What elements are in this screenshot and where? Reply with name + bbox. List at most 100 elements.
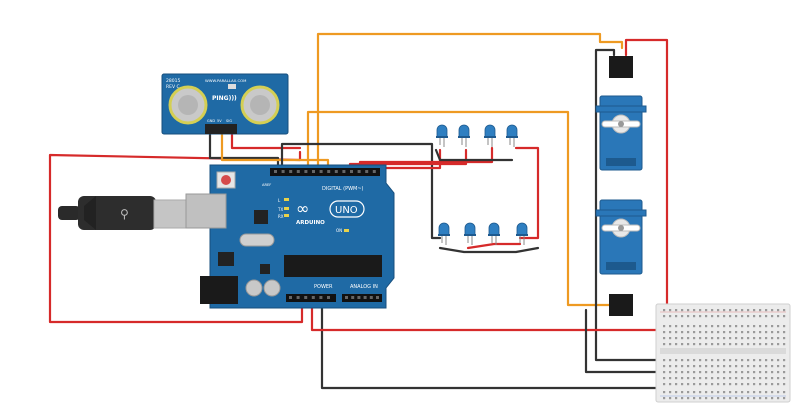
arduino-pin-hole[interactable] [372,170,376,173]
breadboard-hole [717,383,720,386]
breadboard-hole [723,359,726,362]
arduino-pin-hole[interactable] [274,170,277,173]
breadboard-hole [729,383,732,386]
breadboard-hole [687,343,690,346]
breadboard-hole [687,325,690,328]
breadboard-hole [663,391,666,394]
arduino-pin-hole[interactable] [319,296,323,299]
arduino-pin-hole[interactable] [296,296,300,299]
led-top-2[interactable] [458,124,470,147]
breadboard-hole [687,331,690,334]
breadboard-hole [753,371,756,374]
breadboard-hole [735,331,738,334]
breadboard-hole [747,325,750,328]
breadboard-hole [663,371,666,374]
breadboard-hole [741,325,744,328]
breadboard-hole [663,325,666,328]
breadboard-hole [759,359,762,362]
arduino-pin-hole[interactable] [365,170,369,173]
breadboard-hole [675,315,678,318]
arduino-pin-hole[interactable] [363,296,367,299]
wire-orange-middle [306,110,622,307]
breadboard-hole [663,309,666,312]
arduino-pin-hole[interactable] [296,170,300,173]
ultrasonic-sensor[interactable]: 28015 REV C WWW.PARALLAX.COM PING))) GND… [161,73,289,135]
servo-bottom-connector[interactable] [609,294,633,316]
breadboard-hole [765,359,768,362]
sensor-pin-5v: 5V [217,119,222,123]
breadboard-hole [681,359,684,362]
breadboard-hole [699,377,702,380]
breadboard-hole [693,391,696,394]
breadboard-hole [771,343,774,346]
led-bottom-1[interactable] [438,222,450,245]
led-top-1[interactable] [436,124,448,147]
arduino-pin-hole[interactable] [369,296,373,299]
arduino-pin-hole[interactable] [319,170,323,173]
arduino-pin-hole[interactable] [289,296,292,299]
breadboard[interactable] [655,303,791,403]
arduino-pin-hole[interactable] [304,296,308,299]
arduino-digital-header [270,168,380,176]
arduino-uno-board[interactable]: AREF DIGITAL (PWM~) L TX RX ∞ ARDUINO UN… [185,164,395,309]
breadboard-hole [717,343,720,346]
arduino-pin-hole[interactable] [327,170,331,173]
breadboard-hole [681,365,684,368]
breadboard-hole [711,343,714,346]
arduino-pin-hole[interactable] [281,170,285,173]
usb-cable[interactable]: ⚲ [58,196,187,230]
breadboard-hole [711,365,714,368]
arduino-model: UNO [335,205,358,216]
breadboard-hole [783,383,786,386]
breadboard-hole [717,325,720,328]
breadboard-hole [753,343,756,346]
breadboard-hole [723,397,726,400]
breadboard-hole [735,383,738,386]
breadboard-hole [759,397,762,400]
servo-1[interactable] [595,95,647,171]
wire-red-left-loop [48,150,304,324]
breadboard-hole [783,315,786,318]
arduino-pin-hole[interactable] [327,296,330,299]
breadboard-hole [729,397,732,400]
arduino-pin-hole[interactable] [351,296,355,299]
arduino-pin-hole[interactable] [357,170,361,173]
breadboard-hole [753,325,756,328]
breadboard-hole [759,331,762,334]
led-rim [464,234,476,236]
servo-top-connector[interactable] [609,56,633,78]
led-bottom-2[interactable] [464,222,476,245]
led-body [506,124,518,138]
arduino-rx-label: RX [278,214,284,219]
breadboard-hole [777,315,780,318]
led-top-3[interactable] [484,124,496,147]
arduino-pin-hole[interactable] [304,170,308,173]
breadboard-hole [741,365,744,368]
led-bottom-4[interactable] [516,222,528,245]
servo-2[interactable] [595,199,647,275]
arduino-pin-hole[interactable] [334,170,338,173]
arduino-pin-hole[interactable] [345,296,348,299]
breadboard-hole [759,391,762,394]
arduino-pin-hole[interactable] [312,170,315,173]
arduino-pin-hole[interactable] [350,170,353,173]
led-top-4[interactable] [506,124,518,147]
breadboard-hole [741,391,744,394]
arduino-analog-label: ANALOG IN [350,284,378,290]
breadboard-hole [777,331,780,334]
arduino-pin-hole[interactable] [289,170,293,173]
breadboard-hole [735,365,738,368]
led-bottom-3[interactable] [488,222,500,245]
breadboard-hole [741,315,744,318]
breadboard-hole [759,383,762,386]
breadboard-hole [747,391,750,394]
arduino-pin-hole[interactable] [342,170,346,173]
arduino-pin-hole[interactable] [357,296,361,299]
breadboard-hole [729,377,732,380]
arduino-model-badge [329,200,365,218]
breadboard-hole [741,343,744,346]
breadboard-hole [777,377,780,380]
arduino-pin-hole[interactable] [376,296,379,299]
wire-black-led-row-bottom [438,246,540,254]
arduino-pin-hole[interactable] [311,296,315,299]
